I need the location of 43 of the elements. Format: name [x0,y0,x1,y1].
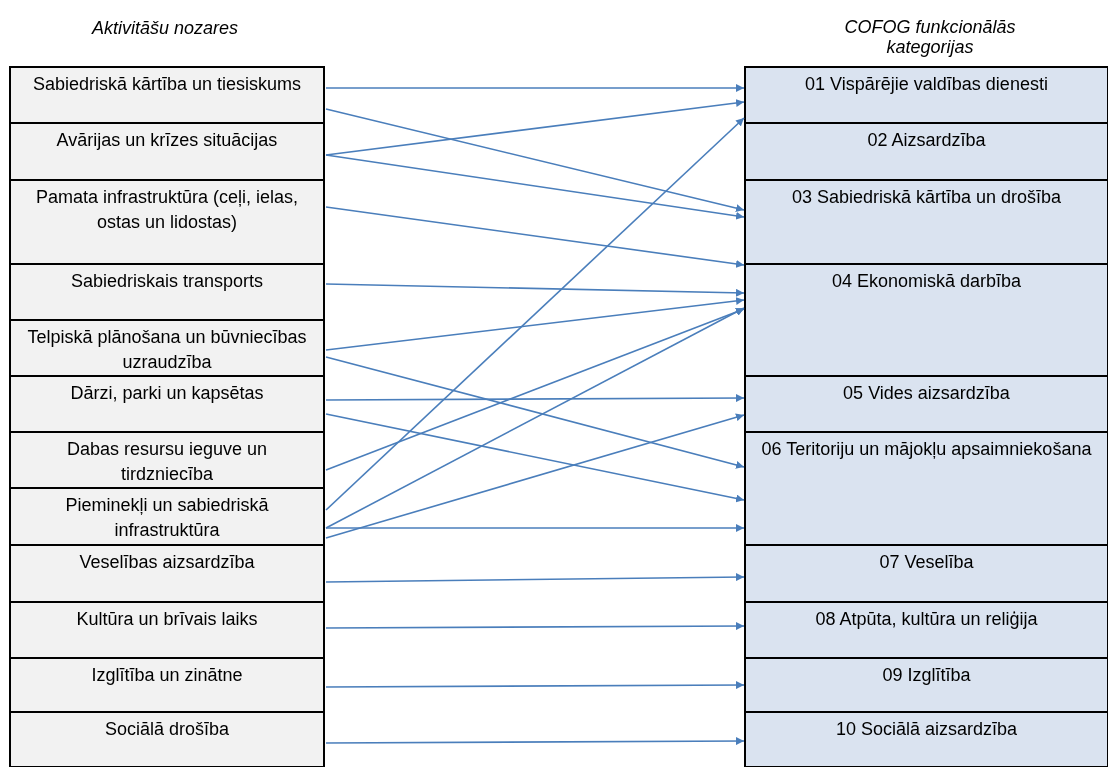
category-box: 10 Sociālā aizsardzība [744,711,1108,767]
category-box: 03 Sabiedriskā kārtība un drošība [744,179,1108,265]
category-box: 07 Veselība [744,544,1108,603]
arrow [325,117,745,511]
column-heading: Aktivitāšu nozares [90,17,240,40]
arrow [325,681,745,690]
arrow [325,622,745,631]
arrow [325,308,745,471]
column-heading: COFOG funkcionālās kategorijas [843,17,1017,57]
activity-box: Telpiskā plānošana un būvniecības uzraudzība [9,319,325,377]
arrow [325,413,745,503]
activity-box: Sabiedriskais transports [9,263,325,321]
arrow [325,524,745,532]
arrow [325,108,745,212]
category-box: 08 Atpūta, kultūra un reliģija [744,601,1108,659]
arrow [325,356,745,469]
arrow [325,394,745,403]
activity-box: Pamata infrastruktūra (ceļi, ielas, ostas un lidostas) [9,179,325,265]
category-box: 01 Vispārējie valdības dienesti [744,66,1108,124]
activity-box: Sociālā drošība [9,711,325,767]
arrow [325,283,745,297]
activity-box: Dārzi, parki un kapsētas [9,375,325,433]
arrow [325,413,745,539]
activity-box: Dabas resursu ieguve un tirdzniecība [9,431,325,489]
arrow [325,84,745,92]
arrow [325,307,745,529]
category-box: 04 Ekonomiskā darbība [744,263,1108,377]
arrow [325,206,745,268]
activity-box: Izglītība un zinātne [9,657,325,713]
category-box: 05 Vides aizsardzība [744,375,1108,433]
activity-box: Kultūra un brīvais laiks [9,601,325,659]
arrow [325,297,745,351]
category-box: 06 Teritoriju un mājokļu apsaimniekošana [744,431,1108,546]
activity-box: Pieminekļi un sabiedriskā infrastruktūra [9,487,325,546]
arrow [325,154,745,220]
activity-box: Veselības aizsardzība [9,544,325,603]
activity-box: Sabiedriskā kārtība un tiesiskums [9,66,325,124]
category-box: 02 Aizsardzība [744,122,1108,181]
activity-box: Avārijas un krīzes situācijas [9,122,325,181]
category-box: 09 Izglītība [744,657,1108,713]
arrow [325,737,745,746]
arrow [325,99,745,156]
arrow [325,573,745,583]
